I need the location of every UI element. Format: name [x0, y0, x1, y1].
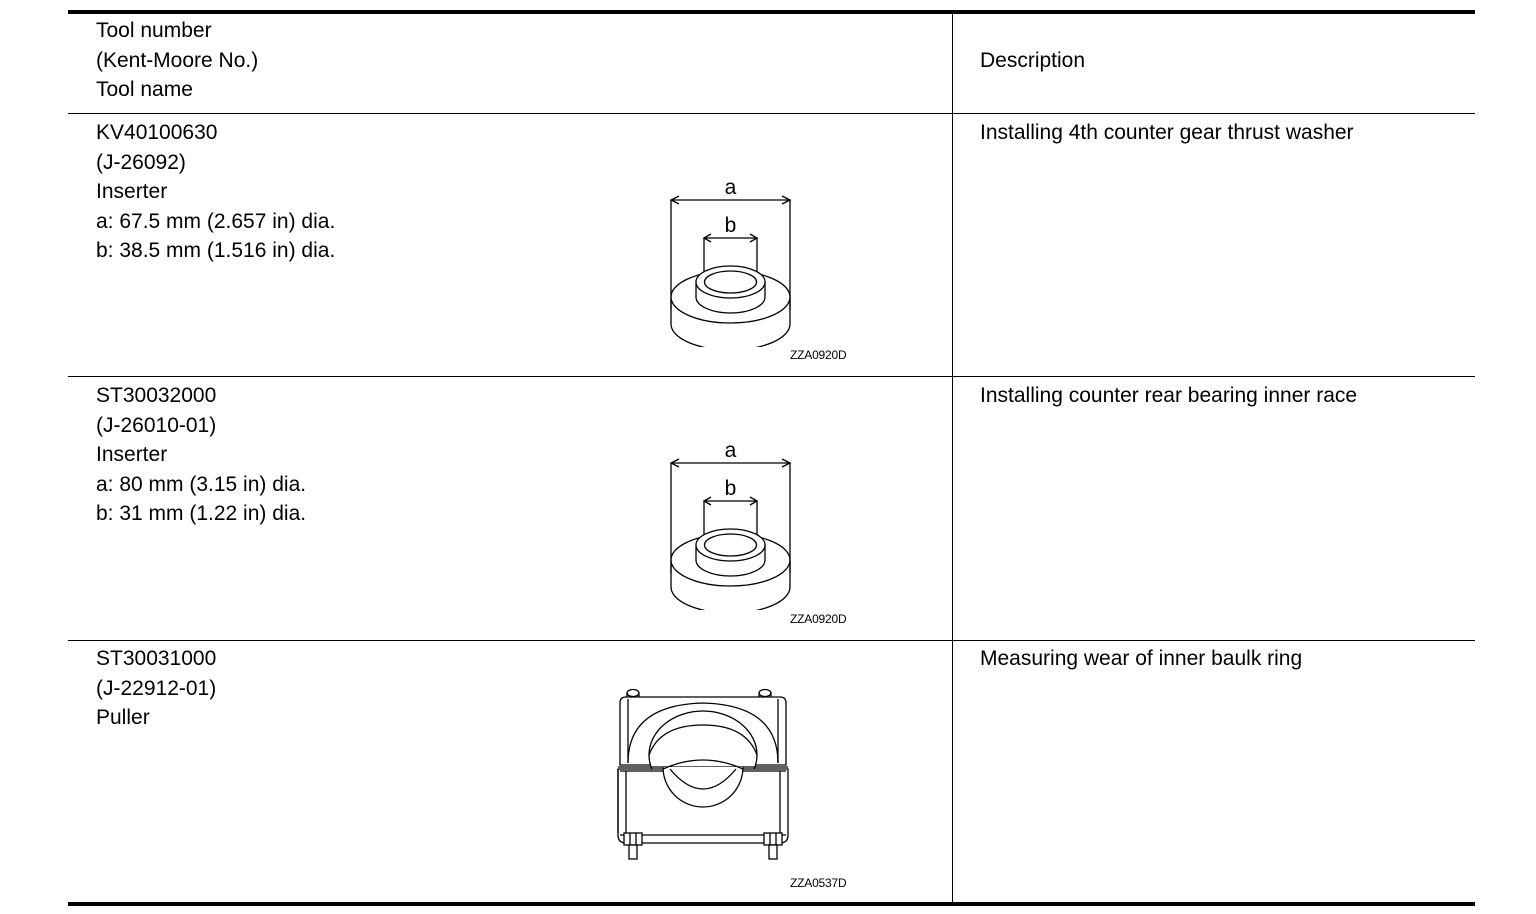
row-1-dim-b: b: 38.5 mm (1.516 in) dia.: [96, 239, 336, 262]
row-2-figure-code: ZZA0920D: [790, 612, 847, 626]
row-2-tool-number: ST30032000: [96, 384, 217, 407]
row-1-dim-b-label: b: [725, 214, 737, 237]
header-description: Description: [980, 49, 1086, 72]
row-3-tool-info: ST30031000 (J-22912-01) Puller: [96, 644, 216, 733]
header-left: Tool number (Kent-Moore No.) Tool name: [96, 16, 258, 105]
row-1-kent-moore: (J-26092): [96, 150, 186, 174]
inserter-figure-2: a b: [669, 439, 792, 610]
puller-figure: [617, 688, 789, 860]
table-top-rule: [68, 10, 1475, 14]
table-bottom-rule: [68, 902, 1475, 906]
row-1-dim-a-label: a: [725, 176, 737, 199]
header-tool-number: Tool number: [96, 19, 212, 42]
row-2-dim-a-label: a: [725, 439, 737, 462]
row-3-tool-name: Puller: [96, 706, 150, 729]
row-1-tool-number: KV40100630: [96, 121, 218, 144]
row-2-dim-a: a: 80 mm (3.15 in) dia.: [96, 472, 307, 496]
row-2-description: Installing counter rear bearing inner ra…: [980, 384, 1358, 407]
row-1-dim-a: a: 67.5 mm (2.657 in) dia.: [96, 209, 336, 233]
row-2-dim-b: b: 31 mm (1.22 in) dia.: [96, 502, 307, 525]
row-2-kent-moore: (J-26010-01): [96, 413, 217, 437]
row-1-tool-info: KV40100630 (J-26092) Inserter a: 67.5 mm…: [96, 118, 335, 266]
column-divider: [952, 14, 953, 902]
header-divider: [68, 113, 1475, 114]
row-3-figure-code: ZZA0537D: [790, 876, 847, 890]
row-3-kent-moore: (J-22912-01): [96, 676, 217, 700]
row-1-description: Installing 4th counter gear thrust washe…: [980, 121, 1354, 144]
row-divider-2: [68, 640, 1475, 641]
row-divider-1: [68, 376, 1475, 377]
row-2-tool-name: Inserter: [96, 443, 168, 466]
header-kent-moore: (Kent-Moore No.): [96, 48, 259, 72]
row-1-figure-code: ZZA0920D: [790, 348, 847, 362]
row-1-tool-name: Inserter: [96, 180, 168, 203]
row-2-tool-info: ST30032000 (J-26010-01) Inserter a: 80 m…: [96, 381, 306, 529]
header-tool-name: Tool name: [96, 78, 193, 101]
row-3-description: Measuring wear of inner baulk ring: [980, 647, 1303, 670]
row-2-dim-b-label: b: [725, 477, 737, 500]
inserter-figure-1: a b: [669, 176, 792, 347]
row-3-tool-number: ST30031000: [96, 647, 217, 670]
